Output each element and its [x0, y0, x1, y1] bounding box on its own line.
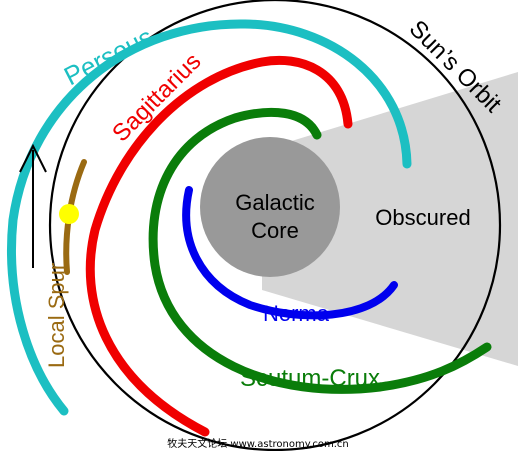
scutum-crux-arm: [148, 107, 492, 394]
obscured-region: [262, 72, 518, 366]
galactic-core-label-line1: Galactic: [235, 190, 314, 215]
obscured-label: Obscured: [375, 205, 470, 230]
sagittarius-arm: [85, 55, 353, 437]
sun-marker-icon: [59, 204, 79, 224]
direction-arrow-icon: [19, 143, 47, 268]
galactic-core: [200, 137, 340, 277]
suns-orbit-circle: [48, 0, 502, 451]
scutum-crux-label: Scutum-Crux: [240, 365, 380, 392]
norma-label: Norma: [263, 301, 330, 326]
galactic-core-label-line2: Core: [251, 218, 299, 243]
perseus-arm: [7, 19, 412, 416]
perseus-label: Perseus: [59, 21, 158, 91]
norma-arm: [182, 186, 398, 320]
credit-text: 牧夫天文论坛 www.astronomy.com.cn: [167, 437, 348, 450]
local-spur-label: Local Spur: [44, 263, 69, 368]
